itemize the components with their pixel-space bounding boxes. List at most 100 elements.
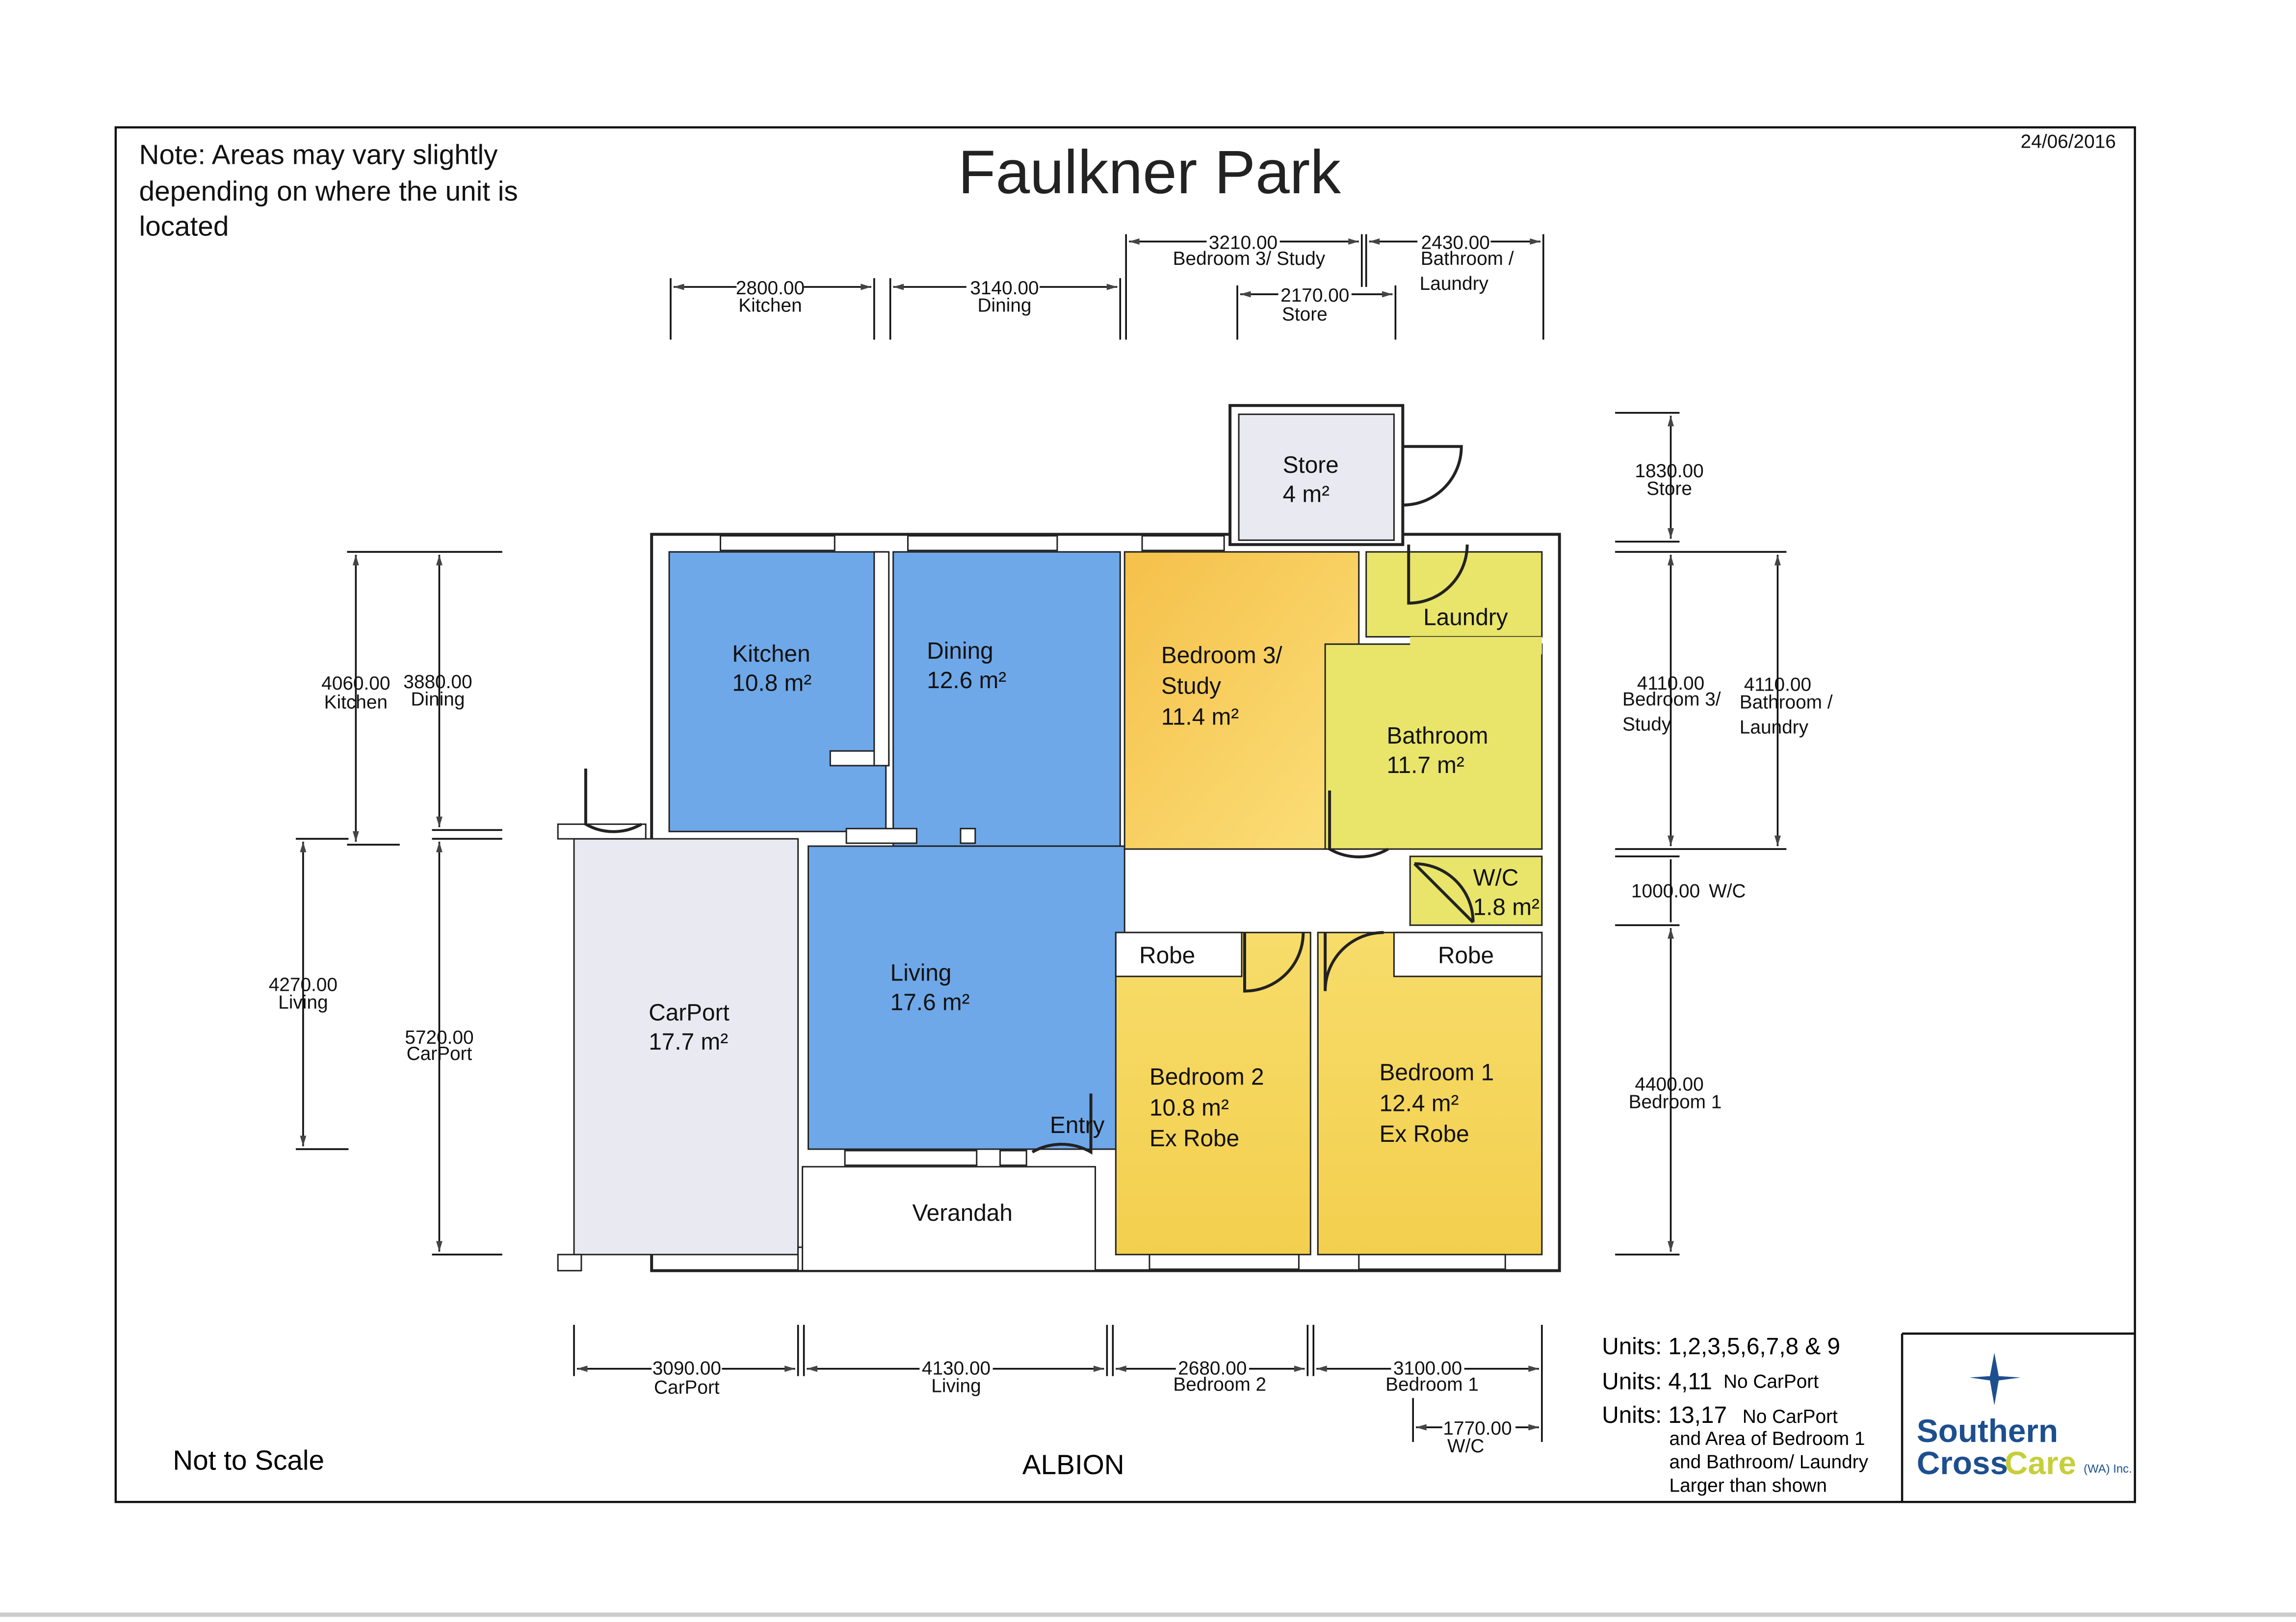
room-bedroom2 [1115,931,1311,1256]
units-line-3-more-3: Larger than shown [1670,1475,1827,1496]
dim-left-dining-label: Dining [411,689,465,710]
door-bathroom-icon [1328,790,1389,859]
room-carport [573,838,799,1256]
dining-area: 12.6 m² [927,668,1006,694]
svg-text:Care: Care [2005,1445,2076,1481]
dim-top-bathroom-value: 2430.00 [1421,232,1490,253]
dim-top-dining-label: Dining [978,295,1032,316]
living-area: 17.6 m² [890,989,970,1015]
svg-text:Southern: Southern [1917,1413,2058,1449]
robe-bedroom1 [1393,931,1543,978]
dim-right-store-value: 1830.00 [1635,461,1703,482]
dim-bottom-living-value: 4130.00 [922,1358,991,1379]
units-line-2-note: No CarPort [1723,1371,1819,1392]
kitchen-area: 10.8 m² [732,670,811,696]
bedroom1-robe-label: Robe [1438,943,1494,969]
dim-bottom-bedroom2-value: 2680.00 [1178,1358,1247,1379]
dim-bottom-wc-value: 1770.00 [1443,1418,1512,1439]
room-bathroom [1324,643,1543,850]
verandah-label: Verandah [912,1200,1012,1226]
dim-top-kitchen-label: Kitchen [738,295,802,316]
bedroom2-extra: Ex Robe [1149,1126,1239,1152]
dim-top-bathroom-label-2: Laundry [1420,273,1489,294]
dim-top-kitchen-value: 2800.00 [736,278,805,299]
southern-cross-star-icon [1969,1352,2021,1406]
room-kitchen [668,551,887,832]
dim-left-carport-label: CarPort [407,1043,472,1064]
date-stamp: 24/06/2016 [2021,131,2116,152]
dim-bottom-bedroom1-label: Bedroom 1 [1385,1374,1479,1395]
bathroom-area: 11.7 m² [1386,752,1464,778]
southern-cross-care-logo: Southern Cross Care (WA) Inc. [1901,1332,2135,1502]
bedroom1-extra: Ex Robe [1380,1121,1469,1147]
dim-right-bathroom-value: 4110.00 [1744,674,1811,695]
page-title: Faulkner Park [958,138,1341,206]
verandah [802,1166,1096,1272]
units-line-3-more-1: and Area of Bedroom 1 [1670,1428,1865,1449]
units-line-3-note: No CarPort [1743,1406,1838,1427]
note-line-2: depending on where the unit is [139,176,518,207]
carport-area: 17.7 m² [649,1029,728,1055]
dim-right-bathroom-label-1: Bathroom / [1740,692,1833,713]
dim-top-dining-value: 3140.00 [970,278,1039,299]
dim-top-bedroom3-label: Bedroom 3/ Study [1173,248,1326,269]
bathroom-label: Bathroom [1386,723,1488,749]
bedroom2-label: Bedroom 2 [1149,1064,1264,1090]
location-label: ALBION [1022,1450,1124,1481]
sheet-border [114,126,2136,1503]
door-laundry-icon [1407,544,1469,605]
units-line-2: Units: 4,11 [1602,1368,1712,1394]
door-store-icon [1403,445,1463,507]
room-bedroom3 [1123,551,1360,850]
dim-right-bedroom3-value: 4110.00 [1637,673,1704,694]
note-line-3: located [139,211,229,242]
dim-bottom-living-label: Living [931,1375,981,1396]
wc-area: 1.8 m² [1473,894,1539,920]
dim-top-store-label: Store [1282,304,1328,325]
dim-right-bedroom3-label-1: Bedroom 3/ [1622,689,1721,710]
dim-left-living-value: 4270.00 [269,975,338,996]
dim-right-wc-label: W/C [1709,881,1746,902]
entry-label: Entry [1050,1112,1105,1138]
note-line-1: Note: Areas may vary slightly [139,139,498,170]
dim-bottom-wc-label: W/C [1447,1436,1484,1457]
door-entry-icon [1031,1093,1093,1155]
bedroom2-area: 10.8 m² [1149,1095,1229,1121]
store-label: Store [1283,452,1339,478]
dim-left-living-label: Living [278,992,328,1013]
units-line-3-more-2: and Bathroom/ Laundry [1670,1452,1869,1473]
door-carport-icon [584,768,642,833]
dim-left-kitchen-value: 4060.00 [321,673,390,694]
room-living [808,845,1125,1150]
dim-left-kitchen-label: Kitchen [324,692,388,713]
room-laundry [1365,551,1543,638]
bedroom3-area: 11.4 m² [1161,704,1239,730]
units-line-3: Units: 13,17 [1602,1402,1727,1428]
robe-bedroom2 [1115,931,1243,978]
dim-top-bedroom3-value: 3210.00 [1209,232,1278,253]
not-to-scale-label: Not to Scale [173,1445,324,1476]
kitchen-label: Kitchen [732,641,810,667]
dim-right-bedroom1-label: Bedroom 1 [1629,1091,1722,1112]
door-bedroom1-icon [1324,931,1384,991]
bedroom3-label-2: Study [1161,673,1221,699]
dim-right-bedroom3-label-2: Study [1622,714,1671,735]
dim-right-bathroom-label-2: Laundry [1740,717,1809,738]
dim-left-carport-value: 5720.00 [405,1027,473,1048]
bedroom3-label-1: Bedroom 3/ [1161,643,1283,669]
store-area: 4 m² [1283,482,1330,508]
dim-right-wc-value: 1000.00 [1631,881,1700,902]
room-bedroom1 [1317,931,1543,1256]
carport-label: CarPort [649,1000,730,1026]
door-wc-icon [1413,862,1475,924]
dining-label: Dining [927,638,993,664]
dim-bottom-carport-label: CarPort [654,1377,720,1398]
dim-right-store-label: Store [1646,478,1692,499]
wc-label: W/C [1473,865,1519,891]
dim-bottom-bedroom2-label: Bedroom 2 [1173,1374,1266,1395]
room-dining [892,551,1121,847]
dim-bottom-bedroom1-value: 3100.00 [1393,1358,1462,1379]
dim-top-bathroom-label-1: Bathroom / [1421,248,1514,269]
laundry-label: Laundry [1423,604,1508,630]
